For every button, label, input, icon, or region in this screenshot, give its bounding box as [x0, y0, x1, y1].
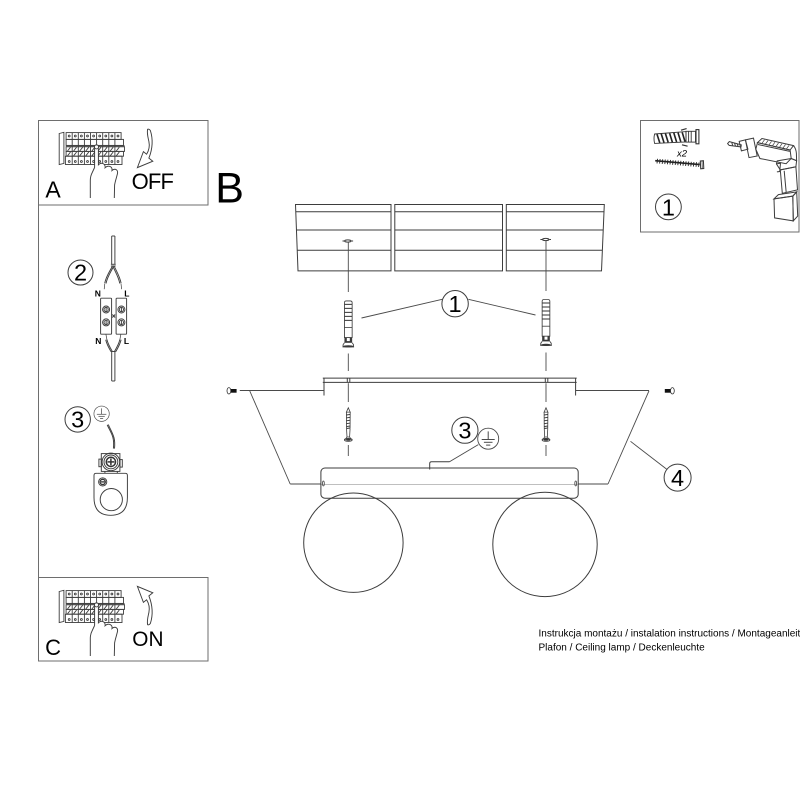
- svg-text:2: 2: [74, 260, 87, 286]
- svg-text:1: 1: [662, 194, 675, 220]
- svg-text:Instrukcja montażu / instalati: Instrukcja montażu / instalation instruc…: [539, 629, 800, 640]
- svg-text:1: 1: [449, 291, 462, 317]
- svg-text:N: N: [95, 288, 101, 298]
- svg-text:x2: x2: [676, 148, 688, 159]
- svg-text:B: B: [215, 165, 244, 213]
- svg-text:3: 3: [458, 417, 471, 443]
- svg-text:N: N: [95, 336, 101, 346]
- svg-text:3: 3: [71, 407, 84, 433]
- svg-text:ON: ON: [132, 628, 163, 651]
- svg-text:L: L: [124, 288, 129, 298]
- svg-text:Plafon / Ceiling lamp / Decken: Plafon / Ceiling lamp / Deckenleuchte: [539, 643, 706, 654]
- svg-text:A: A: [45, 177, 61, 203]
- svg-text:C: C: [45, 635, 61, 660]
- svg-text:OFF: OFF: [132, 169, 174, 194]
- svg-text:4: 4: [671, 465, 684, 491]
- svg-text:L: L: [124, 336, 129, 346]
